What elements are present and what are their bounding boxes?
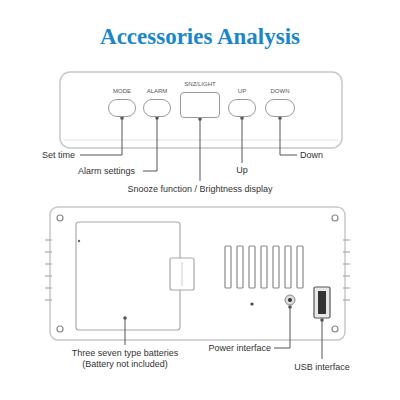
button-label: SNZ/LIGHT: [184, 80, 215, 88]
button-label: MODE: [113, 87, 131, 95]
callout-label: Set time: [42, 150, 75, 161]
button-label: ALARM: [147, 87, 168, 95]
battery-latch: [170, 258, 194, 290]
back-vents: [225, 246, 303, 288]
callout-label: USB interface: [294, 362, 350, 373]
callout-label: Up: [236, 165, 248, 176]
panel-edge: [64, 140, 338, 141]
callout-label: Down: [300, 150, 323, 161]
clock-button: MODE: [108, 87, 136, 117]
button-outline: [108, 99, 136, 117]
cover-mark: [78, 240, 80, 242]
power-jack-pin: [288, 298, 292, 302]
button-label: UP: [238, 87, 246, 95]
clock-button: DOWN: [265, 87, 295, 117]
button-outline: [228, 99, 256, 117]
title: Accessories Analysis: [0, 24, 400, 50]
button-outline: [143, 99, 171, 117]
usb-port: [314, 287, 330, 318]
back-panel: [50, 207, 345, 340]
latch-groove: [182, 262, 183, 286]
callout-label: Power interface: [208, 343, 271, 354]
callout-label: Snooze function / Brightness display: [127, 184, 272, 195]
clock-button: UP: [228, 87, 256, 117]
callout-label: Three seven type batteries (Battery not …: [60, 348, 190, 370]
leader-dots: [123, 305, 324, 322]
button-outline: [265, 99, 295, 117]
power-jack: [285, 295, 295, 305]
reset-hole: [250, 302, 253, 305]
usb-socket: [318, 291, 326, 314]
screw-holes: [57, 215, 338, 332]
callout-label: Alarm settings: [78, 166, 135, 177]
top-panel: [60, 72, 342, 148]
clock-button: ALARM: [143, 87, 171, 117]
button-label: DOWN: [271, 87, 290, 95]
button-outline: [180, 92, 220, 118]
clock-button: SNZ/LIGHT: [180, 80, 220, 118]
battery-cover: [76, 222, 180, 330]
